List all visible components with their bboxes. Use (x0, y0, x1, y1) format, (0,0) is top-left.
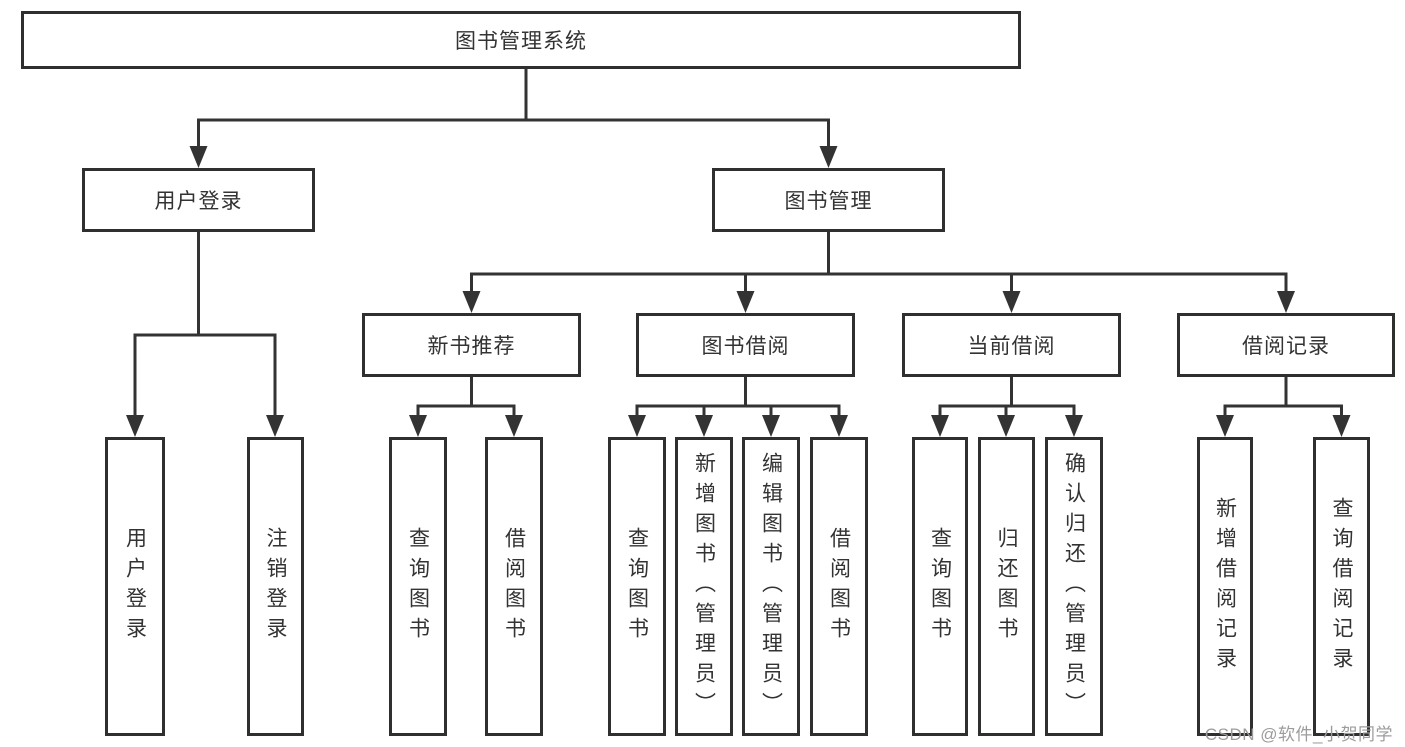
leaf-borrow-book-1: 借阅图书 (485, 437, 543, 736)
connector-bookmgmt-to-level2 (462, 232, 1295, 313)
node-borrow-record: 借阅记录 (1177, 313, 1395, 377)
connector-borrowrecord-to-leaves (1216, 377, 1351, 437)
connector-currentborrow-to-leaves (931, 377, 1083, 437)
node-book-borrow: 图书借阅 (636, 313, 855, 377)
connector-bookborrow-to-leaves (628, 377, 848, 437)
node-user-login: 用户登录 (82, 168, 315, 232)
connector-userlogin-to-leaves (126, 232, 284, 437)
leaf-logout: 注销登录 (247, 437, 304, 736)
leaf-query-book-3: 查询图书 (912, 437, 968, 736)
leaf-confirm-return-admin: 确认归还（管理员） (1045, 437, 1103, 736)
connector-root-to-level1 (189, 69, 838, 168)
leaf-query-borrow-record: 查询借阅记录 (1313, 437, 1370, 736)
node-root-system: 图书管理系统 (21, 11, 1021, 69)
leaf-add-borrow-record: 新增借阅记录 (1197, 437, 1253, 736)
node-book-management: 图书管理 (712, 168, 945, 232)
connector-newbook-to-leaves (409, 377, 523, 437)
csdn-watermark: CSDN @软件_小贺同学 (1204, 725, 1393, 744)
leaf-query-book-2: 查询图书 (608, 437, 666, 736)
leaf-user-login: 用户登录 (105, 437, 165, 736)
node-new-book-recommend: 新书推荐 (362, 313, 581, 377)
leaf-add-book-admin: 新增图书（管理员） (675, 437, 733, 736)
leaf-query-book-1: 查询图书 (389, 437, 447, 736)
leaf-return-book: 归还图书 (978, 437, 1035, 736)
leaf-edit-book-admin: 编辑图书（管理员） (742, 437, 800, 736)
leaf-borrow-book-2: 借阅图书 (810, 437, 868, 736)
node-current-borrow: 当前借阅 (902, 313, 1121, 377)
